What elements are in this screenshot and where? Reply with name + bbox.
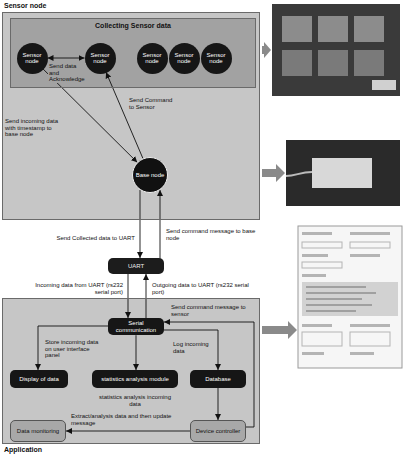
block-arrow [262,321,297,339]
sensor-board [282,50,312,76]
sensor-board [354,50,384,76]
connector [106,72,143,158]
uart-box: UART [108,258,164,274]
process-box: statistics analysis module [92,370,178,388]
node-text: UART [128,263,144,270]
sensor-circle: Sensor node [169,43,200,74]
connector [48,58,85,59]
controller-box: Device controller [190,420,246,442]
database-box: Database [190,370,246,388]
node-text: Base node [136,172,165,178]
photo-highlight [372,80,396,90]
uart-device [312,158,372,188]
sensor-board [354,16,384,42]
block-arrow [262,42,271,58]
cable [286,172,312,176]
node-text: Database [205,376,231,383]
connector [128,274,129,318]
sensor-board [318,50,348,76]
edge-label: Log incoming data [172,341,214,354]
app-screenshot [298,226,402,368]
process-box: Display of data [10,370,68,388]
panel-fill [2,12,260,220]
node-text: Sensor node [140,52,164,65]
edge-label: Incoming data from UART (rs232 serial po… [28,282,124,295]
edge-label: Store incoming data on user interface pa… [44,339,102,359]
panel-heading: Collecting Sensor data [11,19,255,30]
node-text: Sensor node [88,52,112,65]
block-arrow [262,164,285,182]
node-text: Serial communication [111,320,161,333]
connector [66,431,190,432]
node-text: statistics analysis module [101,376,169,383]
node-text: Sensor node [204,52,228,65]
process-box: Serial communication [108,318,164,335]
panel-fills [2,12,260,444]
connector [38,326,108,370]
edge-label: Outgoing data to UART (rs232 serial port… [151,282,251,295]
connector [218,388,219,420]
uart-photo [286,140,400,206]
panel-fill [10,18,256,88]
node-text: Display of data [19,376,59,383]
node-text: Sensor node [20,52,44,65]
screenshot-fields [302,232,398,355]
node-text: Data monitoring [17,428,59,435]
connector [160,190,161,258]
sensor-photo [272,4,400,96]
connector [164,330,218,370]
sensor-circle: Sensor node [17,43,48,74]
panel-fill [2,298,260,444]
edge-label: Send Collected data to UART [55,235,136,242]
sensor-circle: Sensor node [85,43,116,74]
edge-label: Send command message to sensor [170,304,250,317]
node-text: Sensor node [172,52,196,65]
connector [136,335,137,370]
sensor-board [282,16,312,42]
panel-heading: Application [4,446,260,454]
edge-label: Send data and Acknowledge [48,63,86,83]
edge-label: Extract/analysis data and then update me… [70,413,182,426]
sensor-circle: Sensor node [201,43,232,74]
sensor-board [318,16,348,42]
edge-label: Send incoming data with timestamp to bas… [4,118,62,138]
collect-region: Sensor node Sensor node Sensor node Sensor … [10,18,256,88]
connector [140,190,141,258]
edge-label: Send Command to Sensor [128,97,178,110]
edge-label: Send command message to base node [165,228,257,241]
panel-heading: Sensor node [4,2,260,10]
node-text: Device controller [196,428,241,435]
sensor-panel: Sensor node Sensor node Sensor node Sensor … [2,12,260,220]
connector [43,69,137,162]
note-text: statistics analysis incoming data [92,394,178,407]
connector [146,274,147,318]
monitor-box: Data monitoring [10,420,66,442]
base-circle: Base node [132,157,168,193]
sensor-circle: Sensor node [137,43,168,74]
